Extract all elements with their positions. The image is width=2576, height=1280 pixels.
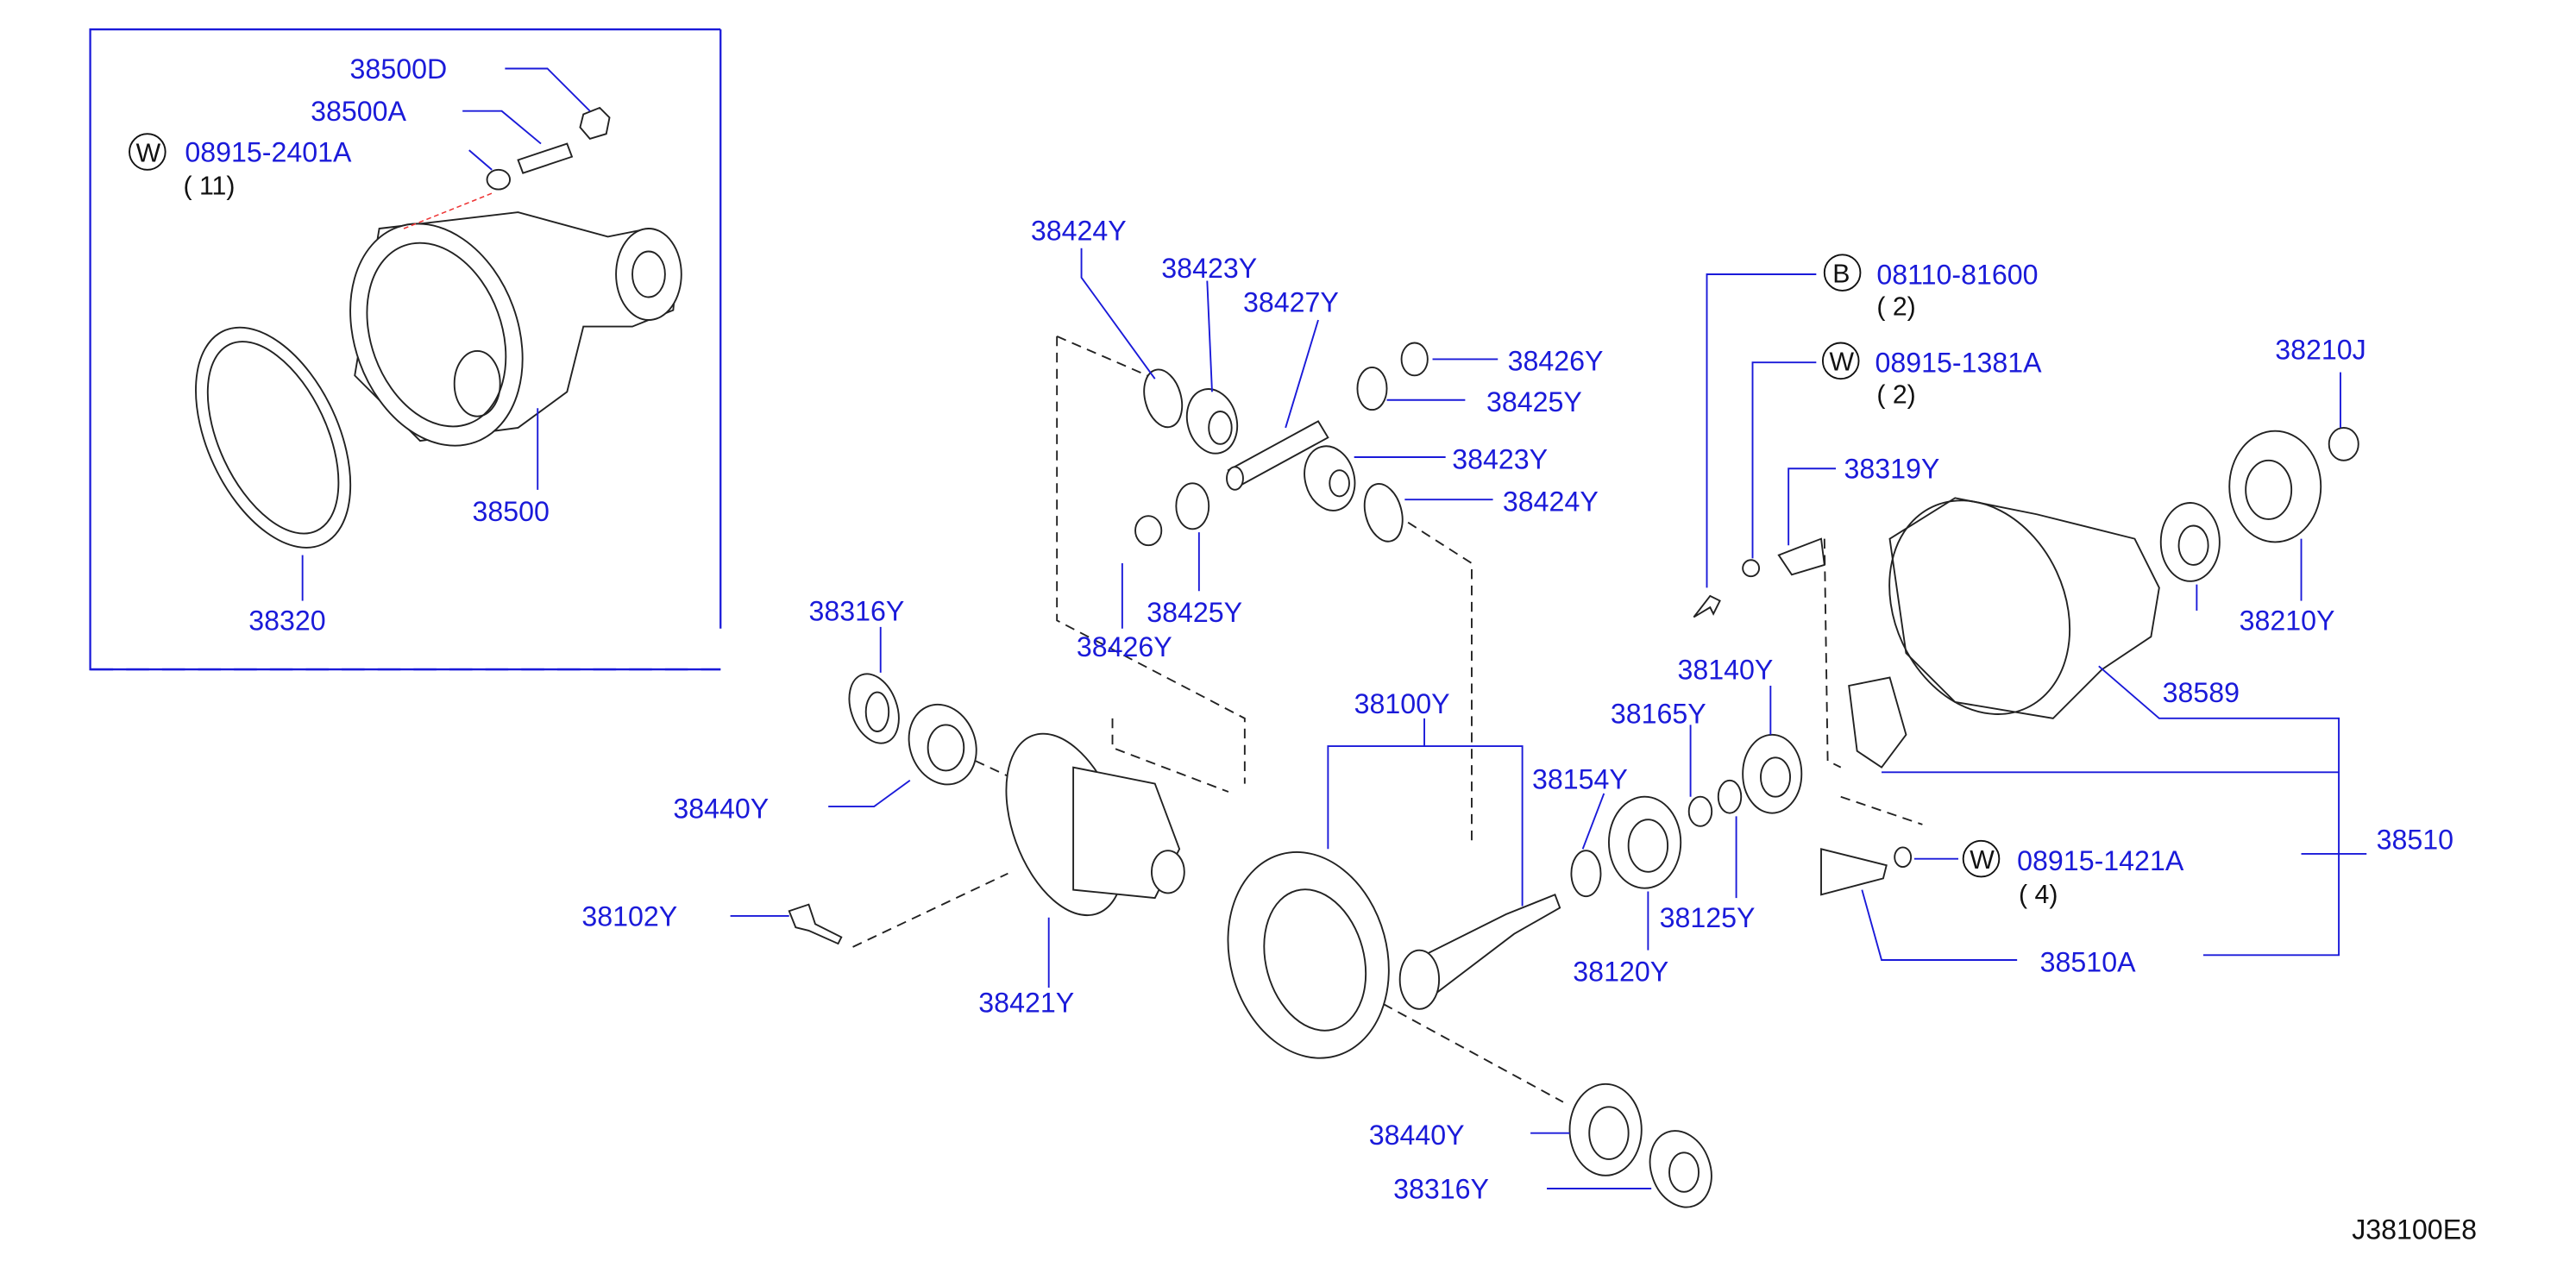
callout-38440Y-left[interactable]: 38440Y bbox=[673, 793, 769, 824]
pinion-mate-group bbox=[1056, 336, 1473, 841]
callout-38125Y[interactable]: 38125Y bbox=[1660, 902, 1756, 933]
callout-38320[interactable]: 38320 bbox=[248, 605, 325, 637]
ring-pinion-leaders bbox=[1327, 686, 1772, 1189]
callout-38427Y[interactable]: 38427Y bbox=[1243, 287, 1339, 318]
callout-38210Y[interactable]: 38210Y bbox=[2240, 605, 2335, 637]
washer-symbol-letter: W bbox=[136, 139, 161, 167]
carrier-assembly-drawing bbox=[195, 106, 682, 549]
bolt-symbol-letter: B bbox=[1832, 260, 1850, 288]
case-leaders bbox=[730, 626, 1050, 988]
callout-38425Y-right[interactable]: 38425Y bbox=[1486, 386, 1582, 417]
washer-symbol-letter-3: W bbox=[1970, 846, 1995, 875]
qty-08110-81600: ( 2) bbox=[1876, 292, 1915, 321]
callout-38440Y-bottom[interactable]: 38440Y bbox=[1369, 1120, 1465, 1151]
callout-38120Y[interactable]: 38120Y bbox=[1573, 957, 1668, 988]
washer-symbol-icon-2 bbox=[1821, 342, 1860, 380]
callout-38500A[interactable]: 38500A bbox=[311, 96, 406, 127]
washer-symbol-letter-2: W bbox=[1829, 348, 1854, 377]
differential-case-group bbox=[788, 673, 1229, 948]
callout-38165Y[interactable]: 38165Y bbox=[1611, 699, 1706, 730]
bolt-symbol-icon bbox=[1823, 254, 1862, 292]
callout-38589[interactable]: 38589 bbox=[2163, 677, 2240, 708]
assembly-inset-frame bbox=[89, 28, 722, 671]
callout-38425Y-left[interactable]: 38425Y bbox=[1147, 597, 1242, 628]
callout-38500[interactable]: 38500 bbox=[473, 496, 550, 527]
callout-38421Y[interactable]: 38421Y bbox=[978, 988, 1074, 1019]
callout-38100Y[interactable]: 38100Y bbox=[1354, 688, 1450, 719]
callout-38500D[interactable]: 38500D bbox=[350, 53, 448, 85]
callout-08110-81600[interactable]: 08110-81600 bbox=[1876, 259, 2038, 290]
qty-08915-1421A: ( 4) bbox=[2019, 881, 2058, 909]
ring-pinion-group bbox=[1227, 733, 1803, 1208]
callout-08915-2401A[interactable]: 08915-2401A bbox=[185, 136, 352, 167]
pinion-mate-leaders bbox=[1080, 248, 1498, 629]
qty-08915-2401A: ( 11) bbox=[183, 172, 235, 200]
callout-38426Y-right[interactable]: 38426Y bbox=[1508, 346, 1604, 377]
callout-08915-1421A[interactable]: 08915-1421A bbox=[2017, 845, 2184, 876]
carrier-housing-group bbox=[1693, 426, 2359, 896]
callout-08915-1381A[interactable]: 08915-1381A bbox=[1875, 348, 2042, 379]
callout-38423Y-middle[interactable]: 38423Y bbox=[1452, 443, 1548, 474]
callout-38426Y-left[interactable]: 38426Y bbox=[1077, 631, 1172, 662]
diagram-code: J38100E8 bbox=[2352, 1214, 2477, 1245]
callout-38510A[interactable]: 38510A bbox=[2040, 946, 2136, 977]
callout-38210J[interactable]: 38210J bbox=[2275, 334, 2366, 365]
callout-38154Y[interactable]: 38154Y bbox=[1532, 763, 1628, 794]
callout-38423Y-upper[interactable]: 38423Y bbox=[1161, 253, 1257, 284]
washer-symbol-icon bbox=[129, 133, 166, 171]
callout-38424Y-middle[interactable]: 38424Y bbox=[1503, 486, 1599, 517]
callout-38424Y-upper[interactable]: 38424Y bbox=[1031, 215, 1127, 246]
qty-08915-1381A: ( 2) bbox=[1876, 381, 1915, 410]
washer-symbol-icon-3 bbox=[1962, 839, 2001, 878]
callout-38102Y[interactable]: 38102Y bbox=[581, 900, 677, 932]
callout-38316Y-left[interactable]: 38316Y bbox=[808, 595, 904, 626]
callout-38316Y-bottom[interactable]: 38316Y bbox=[1393, 1173, 1489, 1204]
callout-38510[interactable]: 38510 bbox=[2377, 824, 2453, 855]
callout-38319Y[interactable]: 38319Y bbox=[1844, 454, 1940, 485]
carrier-housing-leaders bbox=[1706, 273, 2367, 961]
inset-leaders bbox=[301, 67, 591, 601]
callout-38140Y[interactable]: 38140Y bbox=[1677, 654, 1773, 685]
